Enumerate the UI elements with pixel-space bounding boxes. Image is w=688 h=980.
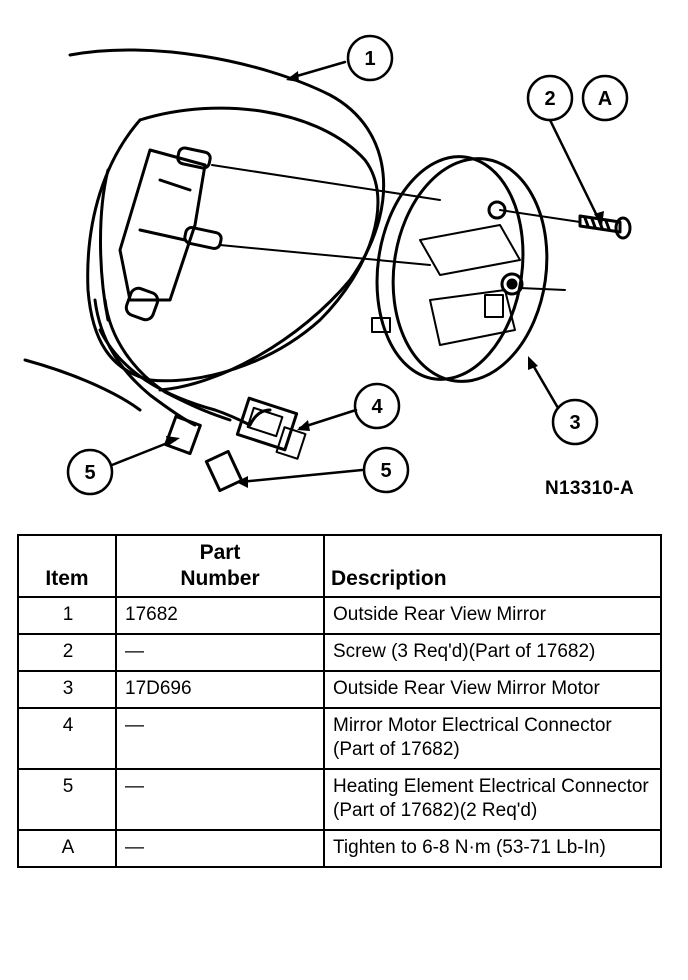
callout-label-5b: 5 (380, 460, 391, 482)
row-part-number: — (115, 829, 325, 868)
table-row: A — Tighten to 6-8 N·m (53-71 Lb-In) (17, 829, 662, 868)
callout-circle-3 (551, 398, 599, 446)
row-item: 2 (17, 633, 117, 672)
mirror-motor-connector (235, 396, 307, 460)
row-part-number: — (115, 707, 325, 770)
header-item: Item (17, 534, 117, 598)
table-row: 5 — Heating Element Electrical Connector… (17, 768, 662, 831)
callout-circle-A (581, 74, 629, 122)
row-description: Outside Rear View Mirror Motor (323, 670, 662, 709)
mirror-motor (371, 155, 566, 383)
row-item: 1 (17, 596, 117, 635)
callout-circle-2 (526, 74, 574, 122)
row-part-number: — (115, 633, 325, 672)
leader-1 (288, 60, 347, 80)
callout-label-3: 3 (569, 412, 580, 434)
row-part-number: 17682 (115, 596, 325, 635)
leader-2 (548, 118, 602, 224)
exploded-view-illustration: 1 2 A 3 4 5 5 (23, 34, 632, 496)
callout-label-5a: 5 (84, 462, 95, 484)
header-description-label: Description (331, 567, 447, 590)
leader-4 (298, 408, 358, 430)
callout-circle-5b (362, 446, 410, 494)
row-item: 4 (17, 707, 117, 770)
row-description: Screw (3 Req'd)(Part of 17682) (323, 633, 662, 672)
heating-element-connectors (164, 414, 244, 493)
row-description: Mirror Motor Electrical Connector (Part … (323, 707, 662, 770)
row-item: 5 (17, 768, 117, 831)
callout-label-1: 1 (364, 48, 375, 70)
header-part-line1: Part (199, 541, 241, 564)
leader-5a (110, 438, 177, 467)
table-header-row: Item Part Number Description (17, 534, 662, 598)
callout-circle-1 (346, 34, 394, 82)
table-row: 3 17D696 Outside Rear View Mirror Motor (17, 670, 662, 709)
screw (499, 209, 632, 240)
row-item: A (17, 829, 117, 868)
row-part-number: — (115, 768, 325, 831)
table-row: 4 — Mirror Motor Electrical Connector (P… (17, 707, 662, 770)
row-description: Heating Element Electrical Connector (Pa… (323, 768, 662, 831)
row-part-number: 17D696 (115, 670, 325, 709)
callout-circle-5a (66, 448, 114, 496)
header-item-label: Item (45, 567, 89, 590)
row-item: 3 (17, 670, 117, 709)
table-row: 1 17682 Outside Rear View Mirror (17, 596, 662, 635)
header-part-number: Part Number (115, 534, 325, 598)
callout-label-4: 4 (371, 396, 383, 418)
callout-label-2: 2 (544, 88, 555, 110)
row-description: Outside Rear View Mirror (323, 596, 662, 635)
row-description: Tighten to 6-8 N·m (53-71 Lb-In) (323, 829, 662, 868)
leader-5b (238, 468, 364, 484)
mirror-housing (23, 48, 441, 412)
parts-table: Item Part Number Description 1 17682 Out… (17, 534, 662, 868)
callout-circle-4 (353, 382, 401, 430)
callout-label-A: A (598, 88, 612, 110)
table-row: 2 — Screw (3 Req'd)(Part of 17682) (17, 633, 662, 672)
header-part-line2: Number (180, 567, 260, 590)
figure-id: N13310-A (545, 478, 635, 499)
leader-3 (528, 358, 560, 410)
header-description: Description (323, 534, 662, 598)
